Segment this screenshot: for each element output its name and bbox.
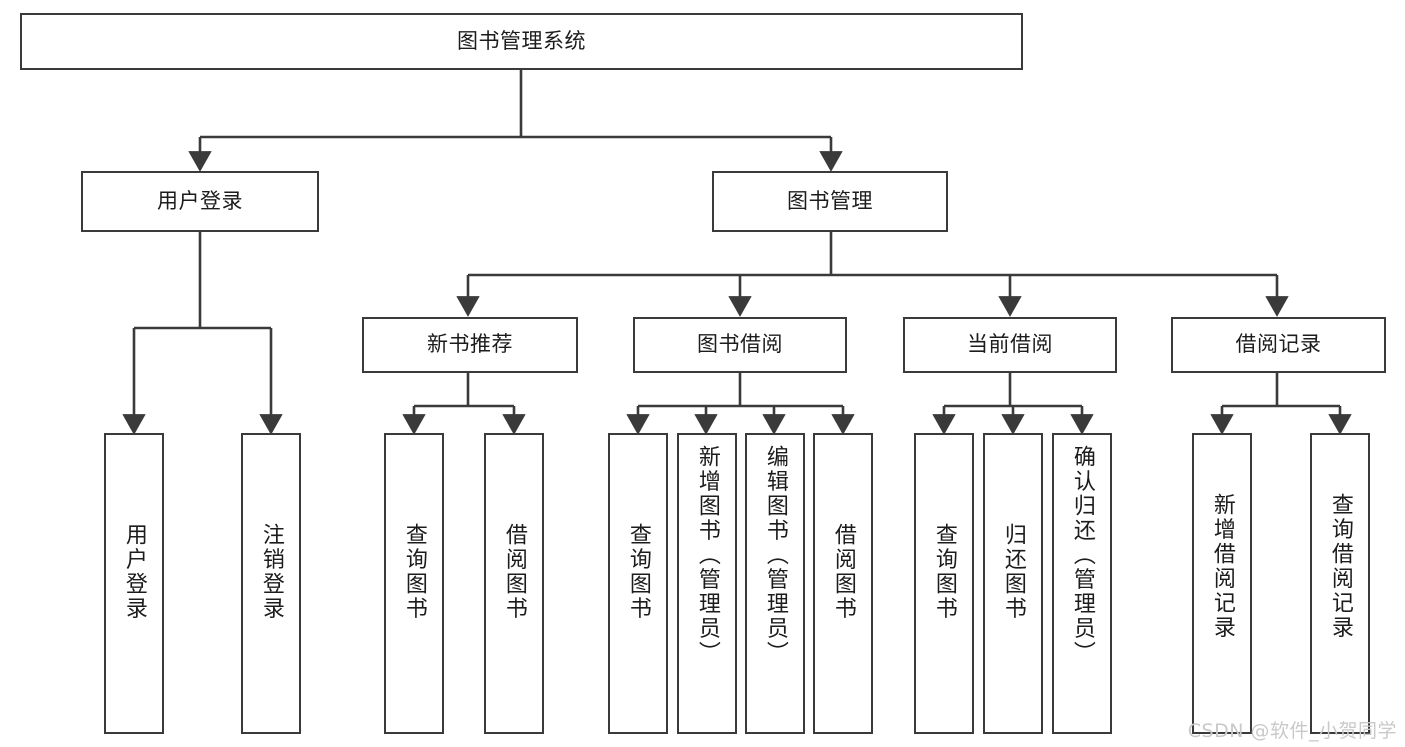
leaf-label: 归还图书 xyxy=(1000,523,1026,621)
node-borrow-record[interactable]: 借阅记录 xyxy=(1171,317,1386,373)
leaf-label: 新增图书（管理员） xyxy=(694,445,720,666)
node-book-management-label: 图书管理 xyxy=(787,188,873,213)
node-current-borrow[interactable]: 当前借阅 xyxy=(903,317,1117,373)
leaf-label: 借阅图书 xyxy=(830,523,856,621)
node-borrow-record-label: 借阅记录 xyxy=(1235,332,1322,357)
node-new-book-recommend-label: 新书推荐 xyxy=(427,332,513,357)
leaf-current-borrow-return[interactable]: 归还图书 xyxy=(983,433,1043,734)
node-user-login-label: 用户登录 xyxy=(157,188,243,213)
node-book-borrow-label: 图书借阅 xyxy=(697,332,783,357)
leaf-label: 查询图书 xyxy=(625,523,651,621)
leaf-label: 编辑图书（管理员） xyxy=(762,445,788,666)
leaf-new-book-query[interactable]: 查询图书 xyxy=(384,433,444,734)
leaf-label: 借阅图书 xyxy=(501,523,527,621)
leaf-book-borrow-add[interactable]: 新增图书（管理员） xyxy=(677,433,737,734)
leaf-borrow-record-query[interactable]: 查询借阅记录 xyxy=(1310,433,1370,734)
leaf-user-login-login[interactable]: 用户登录 xyxy=(104,433,164,734)
leaf-label: 新增借阅记录 xyxy=(1209,493,1235,640)
leaf-borrow-record-add[interactable]: 新增借阅记录 xyxy=(1192,433,1252,734)
node-book-management[interactable]: 图书管理 xyxy=(712,171,948,232)
leaf-label: 确认归还（管理员） xyxy=(1069,445,1095,666)
leaf-label: 用户登录 xyxy=(121,523,147,621)
node-root-label: 图书管理系统 xyxy=(457,28,586,53)
leaf-current-borrow-query[interactable]: 查询图书 xyxy=(914,433,974,734)
node-current-borrow-label: 当前借阅 xyxy=(967,332,1053,357)
leaf-new-book-borrow[interactable]: 借阅图书 xyxy=(484,433,544,734)
node-root[interactable]: 图书管理系统 xyxy=(20,13,1023,70)
node-new-book-recommend[interactable]: 新书推荐 xyxy=(362,317,578,373)
leaf-book-borrow-edit[interactable]: 编辑图书（管理员） xyxy=(745,433,805,734)
leaf-current-borrow-confirm-return[interactable]: 确认归还（管理员） xyxy=(1052,433,1112,734)
leaf-label: 查询图书 xyxy=(931,523,957,621)
node-user-login[interactable]: 用户登录 xyxy=(81,171,319,232)
leaf-user-login-logout[interactable]: 注销登录 xyxy=(241,433,301,734)
node-book-borrow[interactable]: 图书借阅 xyxy=(633,317,847,373)
leaf-label: 查询借阅记录 xyxy=(1327,493,1353,640)
leaf-label: 查询图书 xyxy=(401,523,427,621)
leaf-book-borrow-query[interactable]: 查询图书 xyxy=(608,433,668,734)
leaf-label: 注销登录 xyxy=(258,523,284,621)
leaf-book-borrow-borrow[interactable]: 借阅图书 xyxy=(813,433,873,734)
